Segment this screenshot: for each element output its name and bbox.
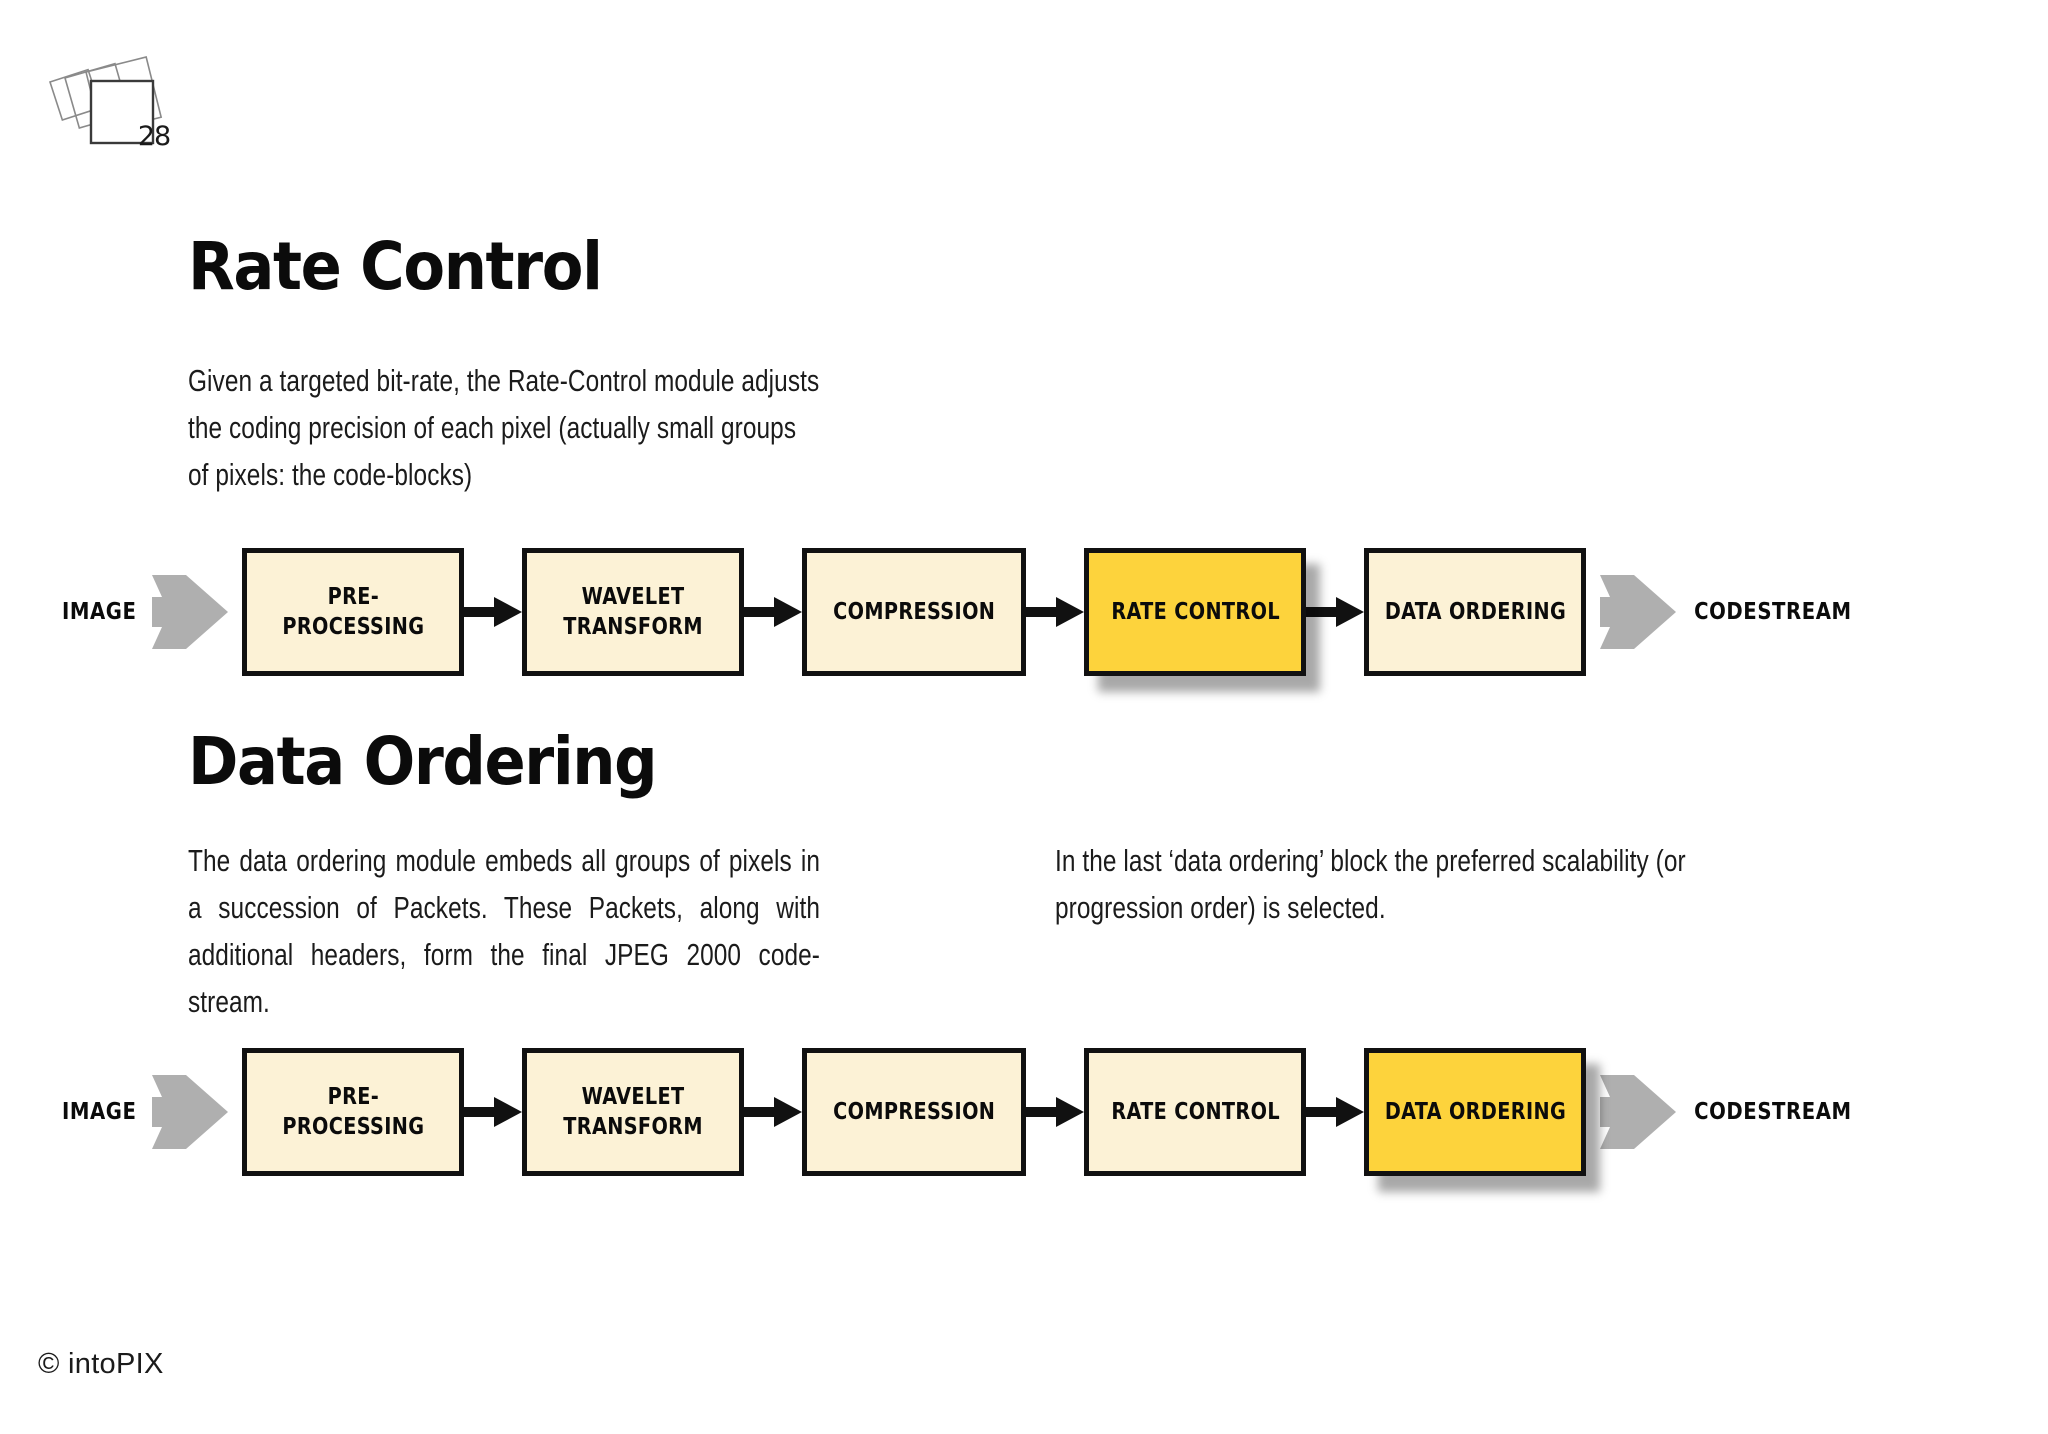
stacked-squares-icon (48, 56, 163, 145)
pipeline-rate-control: IMAGE PRE- PROCESSING WAVELET TRANSFORM … (60, 512, 1856, 712)
grey-arrow-icon (1600, 575, 1677, 649)
pipeline-input-label: IMAGE (61, 599, 137, 625)
pipeline-block-wavelet-transform[interactable]: WAVELET TRANSFORM (522, 548, 745, 676)
pipeline-block-label: COMPRESSION (833, 1099, 996, 1125)
pipeline-block-label: RATE CONTROL (1111, 599, 1280, 625)
flow-arrow-icon (1026, 595, 1085, 629)
pipeline-block-label: DATA ORDERING (1384, 599, 1567, 625)
section-heading-rate-control: Rate Control (188, 228, 603, 305)
section-heading-data-ordering: Data Ordering (188, 723, 658, 800)
grey-arrow-icon (152, 1075, 229, 1149)
page-number-badge: 28 (34, 38, 214, 168)
pipeline-block-pre-processing[interactable]: PRE- PROCESSING (242, 548, 465, 676)
pipeline-block-label: PRE- PROCESSING (282, 1084, 425, 1140)
section-paragraph-rate-control: Given a targeted bit-rate, the Rate-Cont… (188, 364, 820, 492)
flow-arrow-icon (744, 1095, 803, 1129)
flow-arrow-icon (464, 595, 523, 629)
section-paragraph-data-ordering-right: In the last ‘data ordering’ block the pr… (1055, 844, 1686, 925)
page-number-text: 28 (137, 121, 171, 152)
flow-arrow-icon (464, 1095, 523, 1129)
pipeline-output-label: CODESTREAM (1694, 599, 1853, 625)
pipeline-block-label: PRE- PROCESSING (282, 584, 425, 640)
pipeline-data-ordering: IMAGE PRE- PROCESSING WAVELET TRANSFORM … (60, 1012, 1856, 1212)
pipeline-block-rate-control[interactable]: RATE CONTROL (1084, 1048, 1307, 1176)
pipeline-input-label: IMAGE (61, 1099, 137, 1125)
flow-arrow-icon (1026, 1095, 1085, 1129)
pipeline-block-rate-control[interactable]: RATE CONTROL (1084, 548, 1307, 676)
flow-arrow-icon (1306, 595, 1365, 629)
pipeline-block-label: WAVELET TRANSFORM (563, 1084, 704, 1140)
section-paragraph-data-ordering-left: The data ordering module embeds all grou… (188, 844, 820, 1019)
pipeline-block-compression[interactable]: COMPRESSION (802, 548, 1027, 676)
pipeline-block-pre-processing[interactable]: PRE- PROCESSING (242, 1048, 465, 1176)
flow-arrow-icon (1306, 1095, 1365, 1129)
pipeline-block-data-ordering[interactable]: DATA ORDERING (1364, 548, 1587, 676)
grey-arrow-icon (152, 575, 229, 649)
pipeline-block-label: RATE CONTROL (1111, 1099, 1280, 1125)
grey-arrow-icon (1600, 1075, 1677, 1149)
pipeline-block-label: COMPRESSION (833, 599, 996, 625)
pipeline-block-data-ordering[interactable]: DATA ORDERING (1364, 1048, 1587, 1176)
flow-arrow-icon (744, 595, 803, 629)
footer-copyright: © intoPIX (38, 1348, 164, 1380)
pipeline-output-label: CODESTREAM (1694, 1099, 1853, 1125)
pipeline-block-compression[interactable]: COMPRESSION (802, 1048, 1027, 1176)
pipeline-block-label: WAVELET TRANSFORM (563, 584, 704, 640)
pipeline-block-label: DATA ORDERING (1384, 1099, 1567, 1125)
pipeline-block-wavelet-transform[interactable]: WAVELET TRANSFORM (522, 1048, 745, 1176)
